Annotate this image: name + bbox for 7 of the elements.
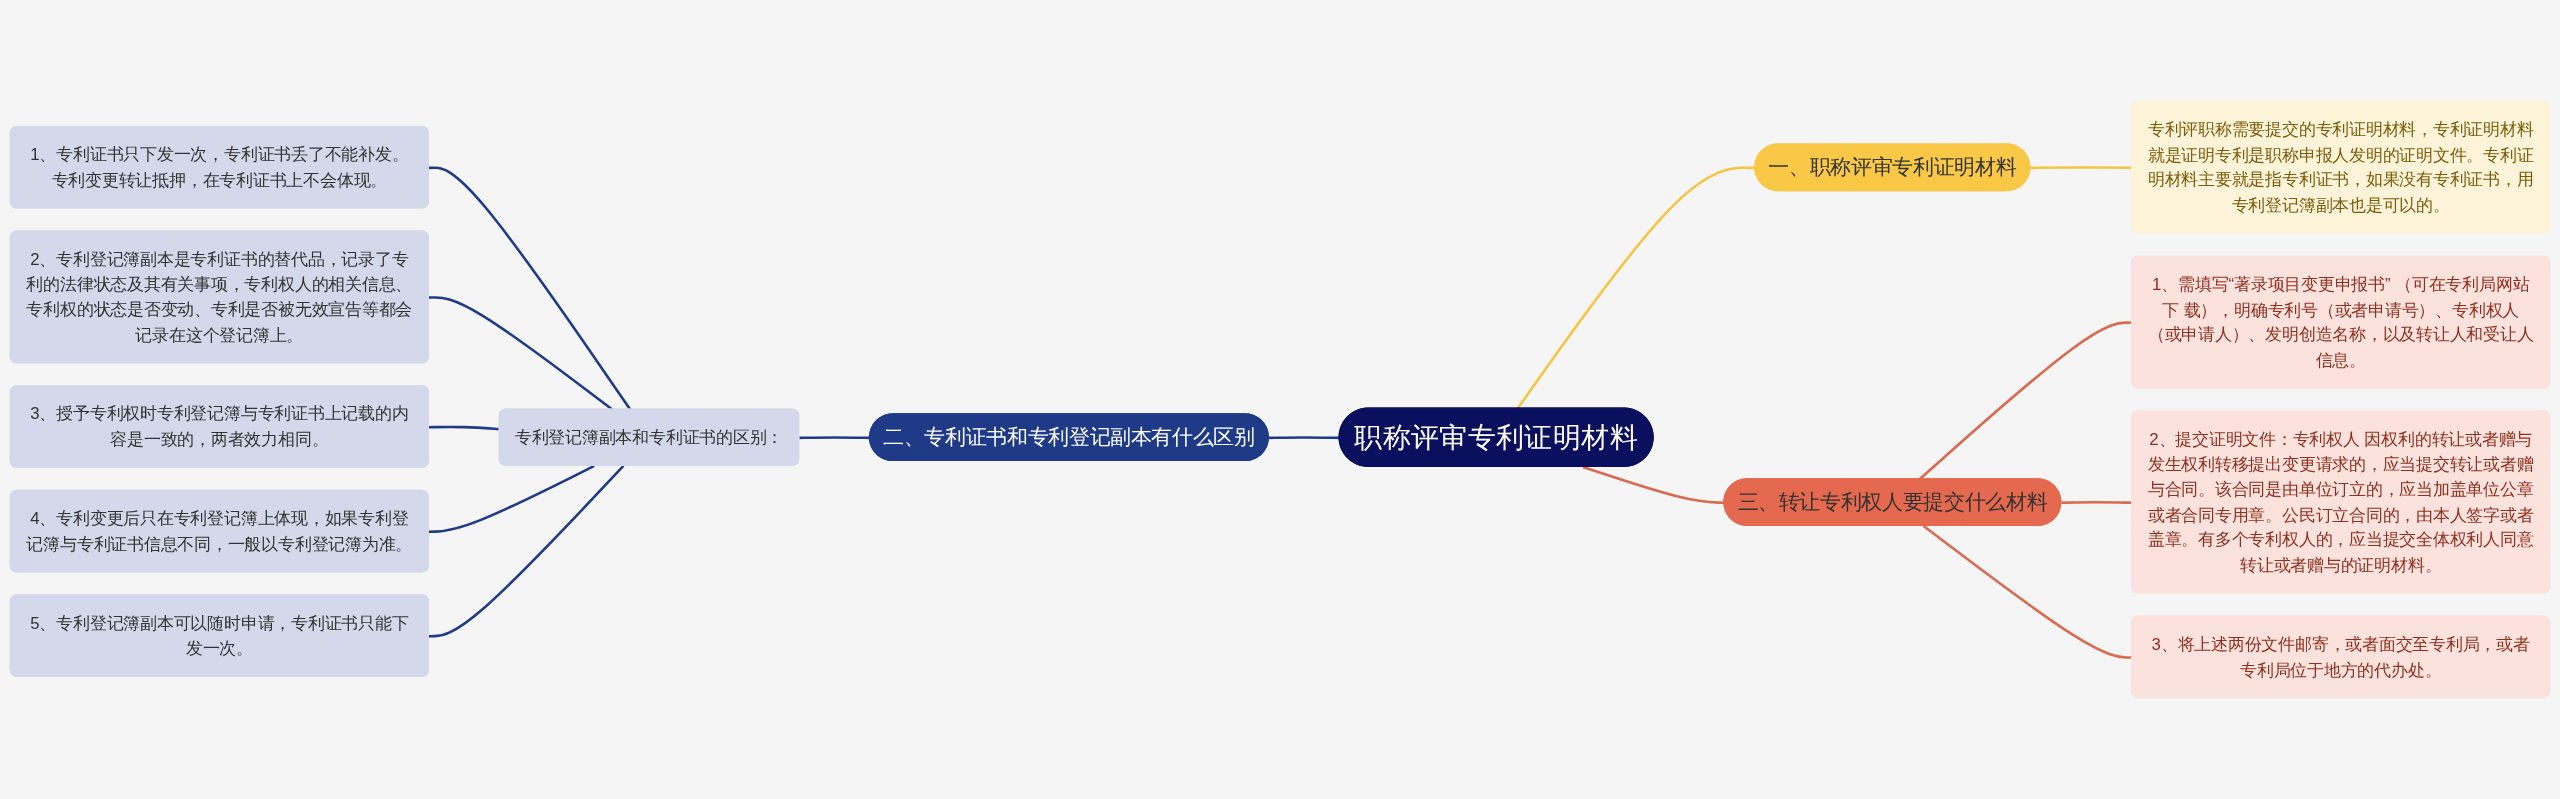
- connector: [428, 465, 625, 638]
- connector: [428, 464, 595, 534]
- connector: [799, 436, 871, 440]
- connector: [428, 296, 614, 411]
- connector: [1268, 436, 1340, 440]
- connector: [1582, 465, 1725, 504]
- connector: [428, 166, 632, 411]
